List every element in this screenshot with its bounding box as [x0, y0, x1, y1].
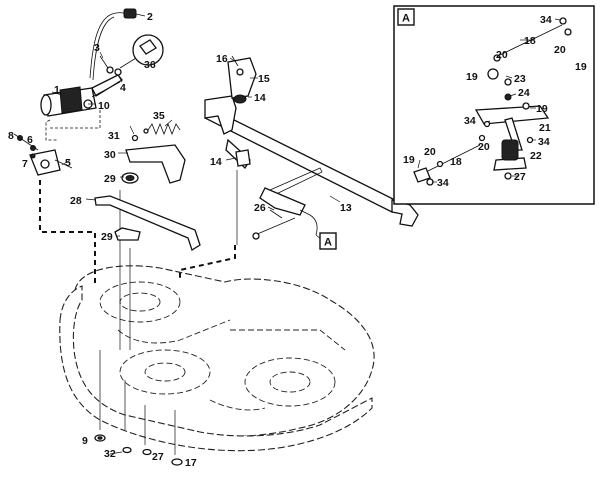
label-10: 10	[98, 100, 110, 112]
attachment-leaders	[39, 170, 238, 455]
roller-29	[121, 172, 139, 184]
label-21: 21	[539, 122, 551, 134]
link-arm	[252, 167, 323, 240]
label-20-a3: 20	[478, 141, 490, 153]
label-5: 5	[65, 157, 71, 169]
mower-deck	[59, 265, 375, 452]
label-20-a2: 20	[496, 49, 508, 61]
label-26: 26	[254, 202, 266, 214]
label-14-upper: 14	[254, 92, 266, 104]
spring-35	[143, 122, 181, 136]
label-34-a1: 34	[540, 14, 552, 26]
bracket-15	[227, 55, 257, 104]
label-36: 36	[144, 59, 156, 71]
label-6: 6	[27, 134, 33, 146]
label-29-upper: 29	[104, 173, 116, 185]
label-29-lower: 29	[101, 231, 113, 243]
label-22: 22	[530, 150, 542, 162]
label-34-a2: 34	[464, 115, 476, 127]
detail-callout-a: A	[315, 232, 337, 250]
detail-box-a: A	[393, 5, 595, 205]
label-32: 32	[104, 448, 116, 460]
label-15: 15	[258, 73, 270, 85]
mount-bracket	[13, 133, 73, 176]
label-35: 35	[153, 110, 165, 122]
label-7: 7	[22, 158, 28, 170]
label-13: 13	[340, 202, 352, 214]
bracket-30	[125, 134, 186, 184]
detail-circle-36	[119, 34, 164, 69]
label-31: 31	[108, 130, 120, 142]
label-4: 4	[120, 82, 126, 94]
label-34-a4: 34	[437, 177, 449, 189]
label-19-a3: 19	[536, 103, 548, 115]
label-19-a2: 19	[466, 71, 478, 83]
label-9: 9	[82, 435, 88, 447]
bushing-14b	[235, 149, 251, 167]
label-20-a1: 20	[554, 44, 566, 56]
lever-28	[94, 195, 201, 251]
label-16: 16	[216, 53, 228, 65]
label-8: 8	[8, 130, 14, 142]
detail-callout-letter: A	[324, 237, 332, 249]
deck-hardware	[94, 434, 183, 466]
label-34-a3: 34	[538, 136, 550, 148]
label-19-a4: 19	[403, 154, 415, 166]
label-17: 17	[185, 457, 197, 469]
label-1: 1	[54, 84, 60, 96]
label-20-a4: 20	[424, 146, 436, 158]
label-19-a1: 19	[575, 61, 587, 73]
label-24: 24	[518, 87, 530, 99]
label-3: 3	[94, 42, 100, 54]
label-18-a2: 18	[450, 156, 462, 168]
actuator-motor	[40, 8, 137, 141]
label-27-detail: 27	[514, 171, 526, 183]
label-30: 30	[104, 149, 116, 161]
label-28: 28	[70, 195, 82, 207]
label-23: 23	[514, 73, 526, 85]
detail-box-title: A	[402, 13, 410, 25]
label-14-lower: 14	[210, 156, 222, 168]
label-leaders	[51, 13, 561, 455]
label-18-a1: 18	[524, 35, 536, 47]
label-27-main: 27	[152, 451, 164, 463]
part-labels: 2 3 36 1 4 10 8 6 7 5 31 35 30 29 28 29 …	[8, 11, 587, 469]
bolt-3-4	[99, 55, 122, 76]
label-2: 2	[147, 11, 153, 23]
